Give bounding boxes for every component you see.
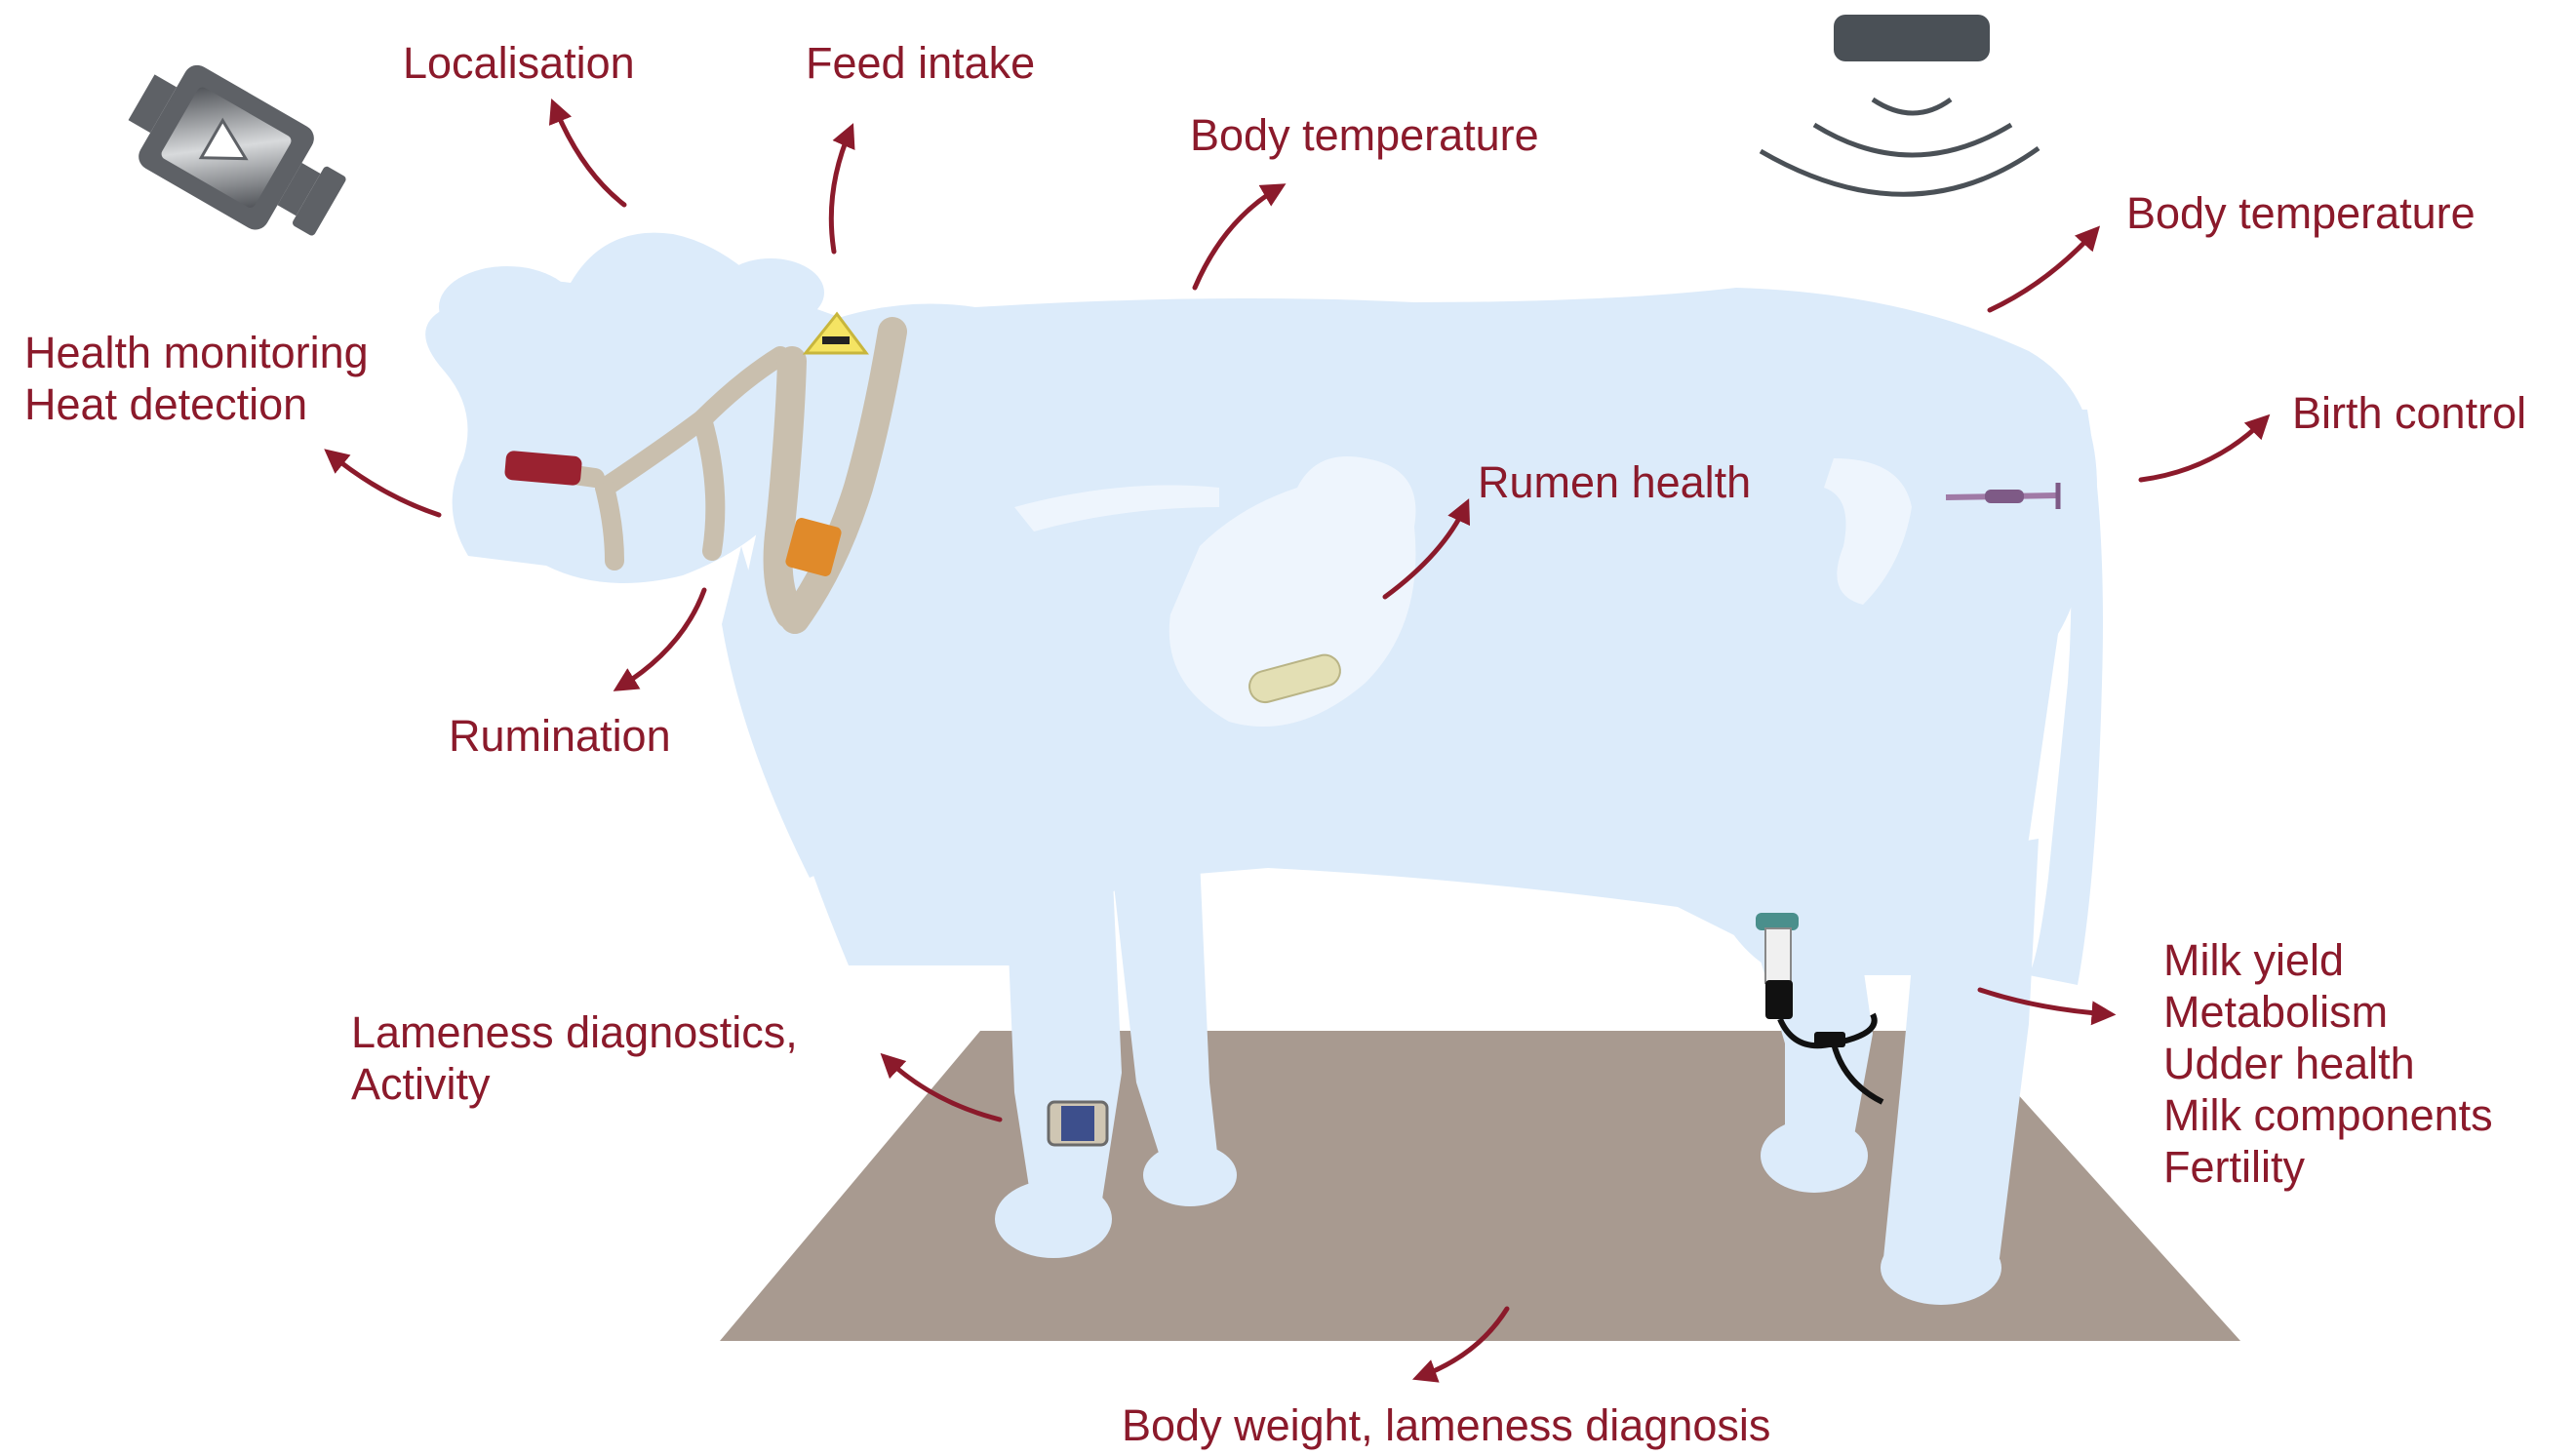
arrow-body-temperature-rump	[1990, 231, 2095, 310]
label-body-temperature-back: Body temperature	[1190, 109, 1539, 161]
arrow-body-temperature-back	[1195, 187, 1280, 288]
wireless-signal-icon	[1761, 15, 2039, 194]
label-body-temperature-rump: Body temperature	[2126, 187, 2476, 239]
label-activity: Activity	[351, 1058, 491, 1110]
label-health-monitoring: Health monitoring	[24, 327, 369, 378]
label-feed-intake: Feed intake	[806, 37, 1035, 89]
leg-pedometer	[1049, 1102, 1107, 1145]
label-milk-yield: Milk yield	[2163, 934, 2344, 986]
label-body-weight: Body weight, lameness diagnosis	[1122, 1399, 1770, 1451]
label-rumination: Rumination	[449, 710, 671, 762]
arrow-health-monitoring	[330, 453, 439, 515]
video-camera-icon	[112, 48, 360, 258]
label-rumen-health: Rumen health	[1478, 456, 1751, 508]
neck-collar	[778, 361, 792, 614]
arrow-localisation	[554, 105, 624, 205]
label-milk-components: Milk components	[2163, 1089, 2493, 1141]
arrow-feed-intake	[831, 130, 851, 252]
label-metabolism: Metabolism	[2163, 986, 2388, 1038]
label-birth-control: Birth control	[2292, 387, 2526, 439]
label-localisation: Localisation	[403, 37, 635, 89]
label-udder-health: Udder health	[2163, 1038, 2415, 1089]
arrow-rumination	[619, 590, 704, 688]
label-lameness-diagnostics: Lameness diagnostics,	[351, 1006, 798, 1058]
arrow-birth-control	[2141, 419, 2265, 480]
label-heat-detection: Heat detection	[24, 378, 307, 430]
label-fertility: Fertility	[2163, 1141, 2305, 1193]
